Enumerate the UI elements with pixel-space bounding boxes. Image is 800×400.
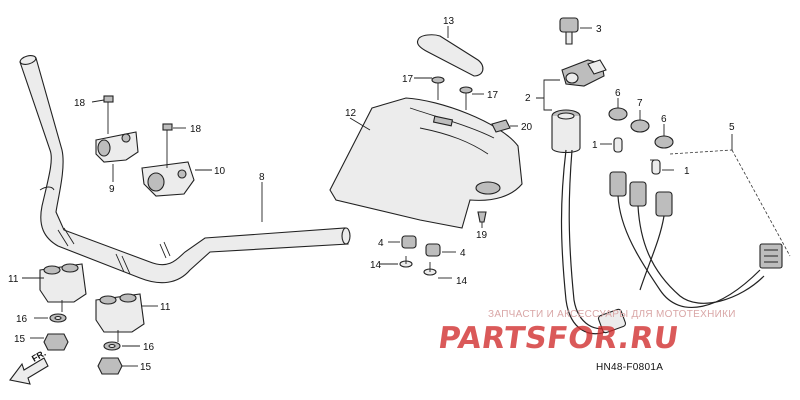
callout-label: 10 — [214, 166, 226, 177]
callout-label: 9 — [109, 184, 115, 195]
lower-handlebar-holder-right[interactable] — [95, 293, 145, 342]
callout-label: 16 — [143, 342, 155, 353]
callout-label: 1 — [592, 140, 598, 151]
clip-20[interactable] — [491, 119, 511, 133]
handlebar[interactable] — [19, 54, 351, 284]
callout-label: 4 — [378, 238, 384, 249]
collar-right[interactable] — [423, 262, 437, 276]
callout-label: 6 — [615, 88, 621, 99]
diagram-code: HN48-F0801A — [596, 362, 663, 373]
callout-label: 19 — [476, 230, 488, 241]
indicator-bulb-left[interactable] — [613, 137, 623, 153]
clip-19[interactable] — [477, 211, 487, 223]
callout-label: 13 — [443, 16, 455, 27]
grommet-right[interactable] — [425, 243, 441, 257]
callout-label: 16 — [16, 314, 28, 325]
callout-label: 8 — [259, 172, 265, 183]
callout-label: 15 — [140, 362, 152, 373]
callout-label: 18 — [190, 124, 202, 135]
indicator-bulb-right[interactable] — [651, 159, 661, 175]
callout-label: 11 — [160, 302, 171, 313]
indicator-cap-right[interactable] — [654, 135, 674, 149]
callout-label: 14 — [456, 276, 468, 287]
nut-right[interactable] — [97, 357, 123, 375]
callout-label: 5 — [729, 122, 735, 133]
callout-label: 11 — [8, 274, 19, 285]
indicator-cap-upper[interactable] — [608, 107, 628, 121]
lower-handlebar-holder-left[interactable] — [39, 263, 87, 312]
ignition-switch[interactable] — [551, 109, 581, 154]
upper-handlebar-holder-right[interactable] — [141, 161, 195, 197]
callout-label: 14 — [370, 260, 382, 271]
handlebar-pad[interactable] — [416, 34, 484, 77]
screw-17-right[interactable] — [459, 86, 473, 110]
washer-right[interactable] — [103, 341, 121, 351]
callout-label: 2 — [525, 93, 531, 104]
callout-label: 1 — [684, 166, 690, 177]
watermark-logo: PARTSFOR.RU — [436, 321, 681, 356]
callout-labels: 1 1 2 3 4 4 5 6 6 7 8 9 10 11 11 12 13 1… — [8, 16, 735, 373]
front-direction-arrow: FR. — [9, 348, 49, 385]
callout-label: 17 — [402, 74, 414, 85]
nut-left[interactable] — [43, 333, 69, 351]
holder-bolt-right[interactable] — [162, 123, 173, 168]
upper-handlebar-holder-left[interactable] — [95, 131, 139, 163]
callout-label: 12 — [345, 108, 357, 119]
collar-left[interactable] — [399, 256, 413, 268]
watermark-tagline: ЗАПЧАСТИ И АКСЕССУАРЫ ДЛЯ МОТОТЕХНИКИ — [488, 309, 736, 320]
watermark: ЗАПЧАСТИ И АКСЕССУАРЫ ДЛЯ МОТОТЕХНИКИ PA… — [436, 309, 736, 356]
washer-left[interactable] — [49, 313, 67, 323]
callout-label: 6 — [661, 114, 667, 125]
combination-switch[interactable] — [561, 59, 607, 87]
grommet-left[interactable] — [401, 235, 417, 249]
holder-bolt-left[interactable] — [103, 95, 114, 134]
ignition-key[interactable] — [559, 17, 579, 45]
callout-label: 3 — [596, 24, 602, 35]
screw-17-left[interactable] — [431, 76, 445, 100]
callout-label: 18 — [74, 98, 86, 109]
callout-label: 7 — [637, 98, 643, 109]
callout-label: 15 — [14, 334, 26, 345]
callout-label: 4 — [460, 248, 466, 259]
indicator-cap-middle[interactable] — [630, 119, 650, 133]
callout-label: 17 — [487, 90, 499, 101]
handlebar-upper-cover[interactable] — [329, 97, 523, 229]
wire-harness[interactable] — [560, 149, 783, 335]
callout-label: 20 — [521, 122, 533, 133]
